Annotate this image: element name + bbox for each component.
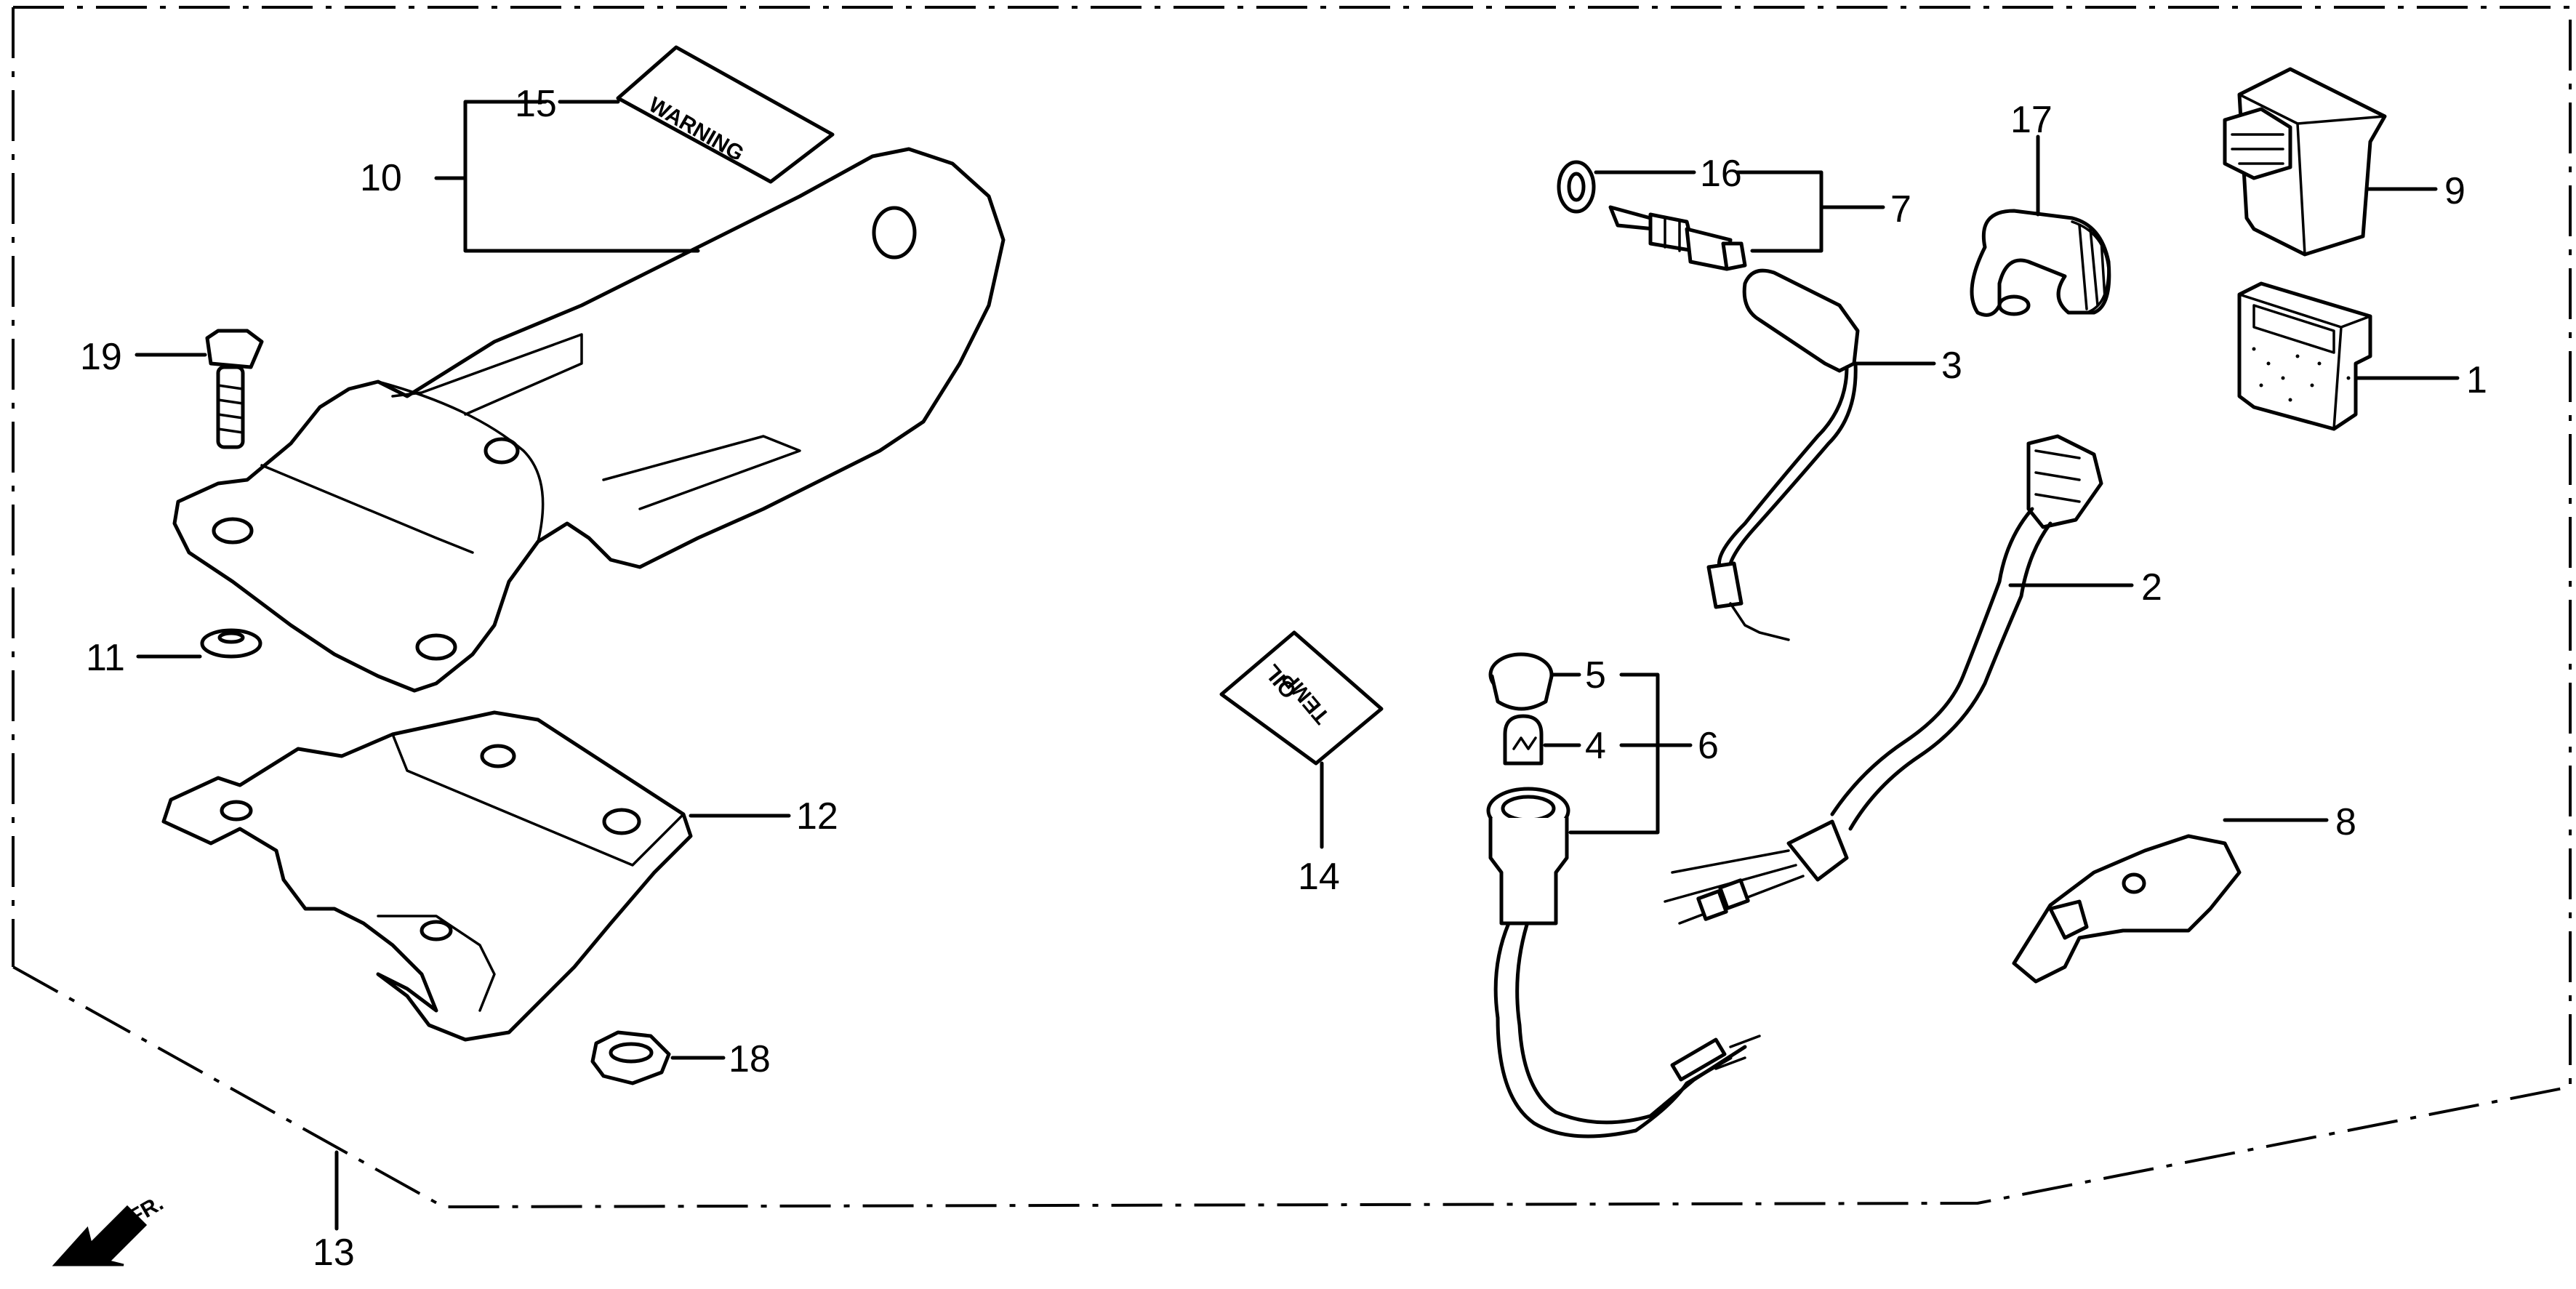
callout-15: 15 xyxy=(515,83,557,125)
front-arrow-icon: FR. xyxy=(52,1191,167,1266)
washer-part-11 xyxy=(200,628,262,659)
wire-harness-part-2 xyxy=(1664,434,2103,925)
frame-border xyxy=(12,6,2572,1209)
mounting-plate-part-8 xyxy=(2012,834,2242,984)
callout-1: 1 xyxy=(2466,359,2487,401)
callout-8: 8 xyxy=(2335,801,2356,843)
rubber-holder-part-1 xyxy=(2237,281,2372,431)
callout-5: 5 xyxy=(1585,654,1606,696)
callout-19: 19 xyxy=(80,336,122,378)
callout-3: 3 xyxy=(1941,345,1962,387)
callout-14: 14 xyxy=(1298,856,1340,898)
warning-sticker-part-15: WARNING xyxy=(616,45,835,184)
callout-6: 6 xyxy=(1698,725,1719,767)
bolt-part-19 xyxy=(205,329,264,449)
cdi-unit-part-9 xyxy=(2223,67,2387,257)
callout-9: 9 xyxy=(2444,170,2465,212)
callout-2: 2 xyxy=(2141,566,2162,609)
lower-bracket-part-12 xyxy=(161,710,693,1042)
callout-16: 16 xyxy=(1700,153,1742,195)
wire-clamp-part-17 xyxy=(1970,209,2111,317)
temperature-sensor-part-7 xyxy=(1557,160,1860,641)
callout-numbers: 15 10 19 11 12 18 13 14 5 4 6 16 7 3 17 … xyxy=(80,83,2487,1274)
oil-temp-sticker-part-14: OIL TEMP xyxy=(1219,630,1384,766)
flange-nut-part-18 xyxy=(590,1030,671,1085)
callout-17: 17 xyxy=(2010,99,2053,141)
rear-bracket-part-10 xyxy=(172,147,1006,693)
callout-4: 4 xyxy=(1585,725,1606,767)
leader-lines xyxy=(135,100,2460,1231)
callout-12: 12 xyxy=(796,795,838,838)
callout-13: 13 xyxy=(313,1232,355,1274)
indicator-socket-part-6 xyxy=(1486,652,1761,1139)
callout-7: 7 xyxy=(1890,188,1911,230)
callout-11: 11 xyxy=(86,637,125,679)
callout-18: 18 xyxy=(729,1038,771,1080)
callout-10: 10 xyxy=(360,157,402,199)
holder-texture xyxy=(2252,347,2351,402)
